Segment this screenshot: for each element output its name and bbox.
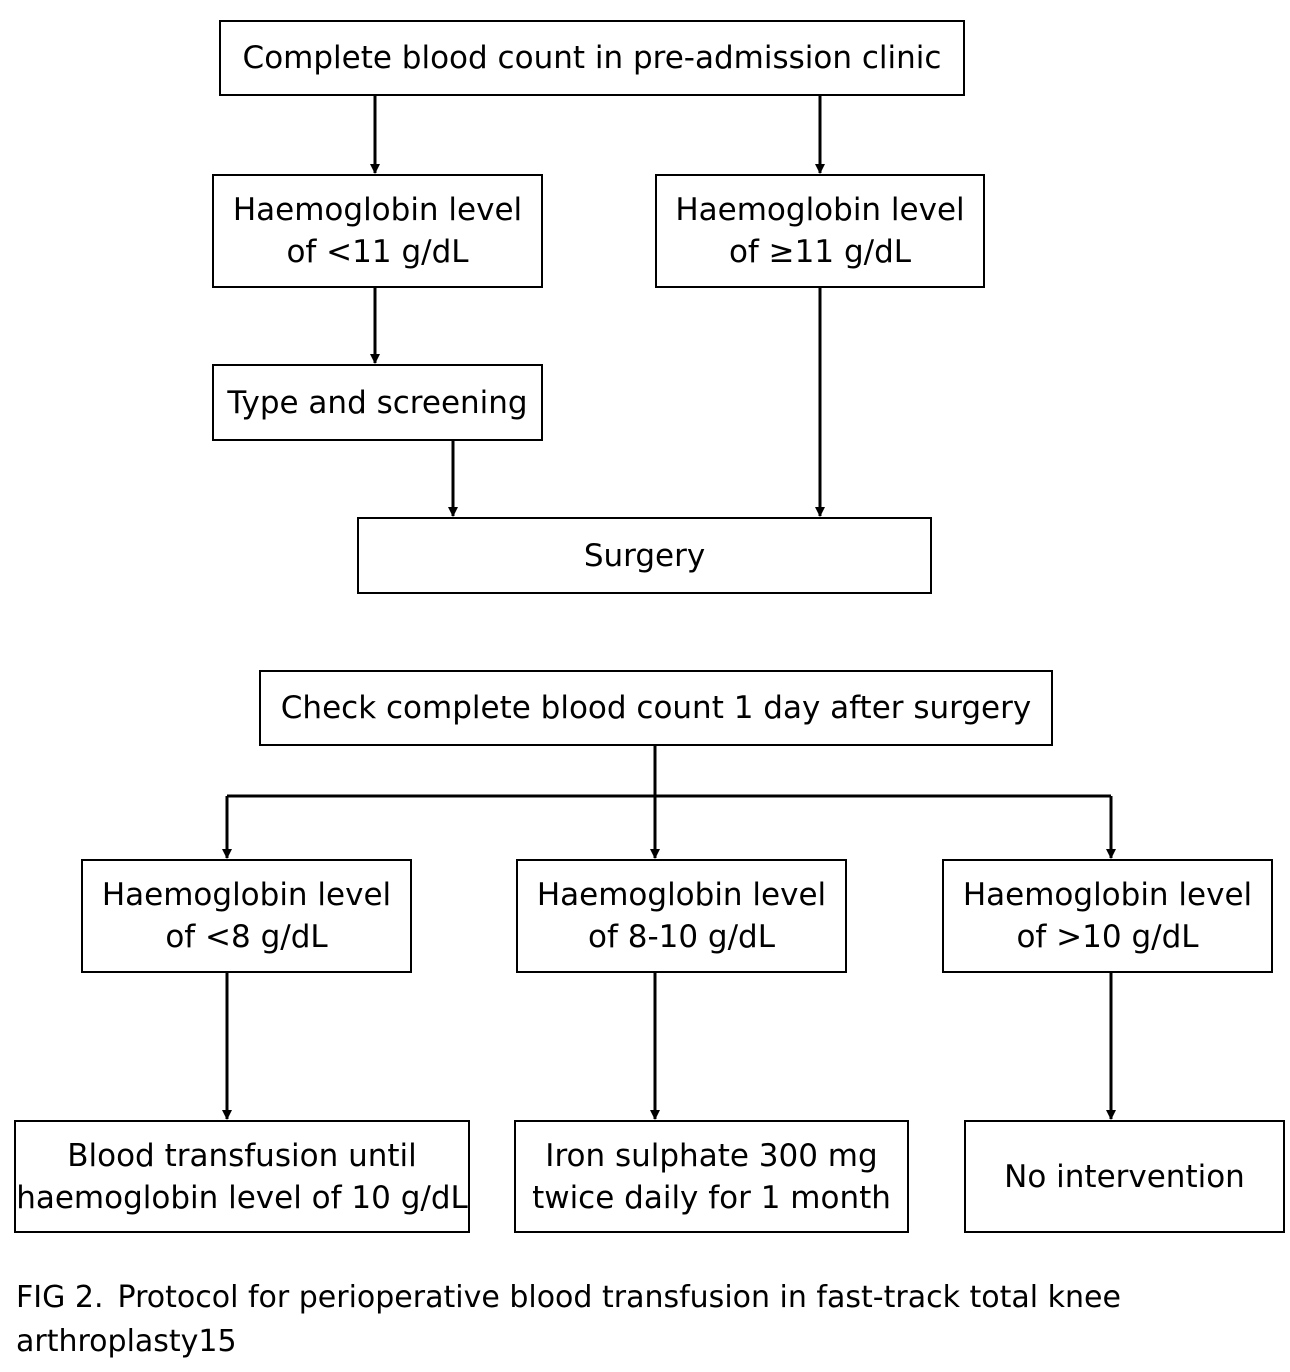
hb-lt8-box: Haemoglobin level of <8 g/dL	[81, 859, 412, 973]
hb-low-label: Haemoglobin level of <11 g/dL	[232, 192, 523, 270]
start-box: Complete blood count in pre-admission cl…	[219, 20, 965, 96]
surgery-box: Surgery	[357, 517, 932, 594]
start-box-label: Complete blood count in pre-admission cl…	[242, 40, 942, 76]
figure-caption-text: Protocol for perioperative blood transfu…	[16, 1280, 1121, 1359]
type-screen-label: Type and screening	[227, 384, 528, 421]
check-label: Check complete blood count 1 day after s…	[280, 690, 1032, 726]
hb-gt10-box: Haemoglobin level of >10 g/dL	[942, 859, 1273, 973]
type-screen-box: Type and screening	[212, 364, 543, 441]
hb-8-10-label: Haemoglobin level of 8-10 g/dL	[536, 877, 827, 955]
iron-box: Iron sulphate 300 mg twice daily for 1 m…	[514, 1120, 909, 1233]
no-intervention-label: No intervention	[1004, 1158, 1245, 1195]
hb-8-10-box: Haemoglobin level of 8-10 g/dL	[516, 859, 847, 973]
transfusion-label: Blood transfusion until haemoglobin leve…	[16, 1137, 468, 1216]
figure-caption-label: FIG 2.	[16, 1280, 104, 1315]
iron-label: Iron sulphate 300 mg twice daily for 1 m…	[532, 1137, 891, 1216]
transfusion-box: Blood transfusion until haemoglobin leve…	[14, 1120, 470, 1233]
hb-normal-label: Haemoglobin level of ≥11 g/dL	[675, 192, 965, 270]
surgery-label: Surgery	[583, 537, 706, 574]
figure-caption: FIG 2.Protocol for perioperative blood t…	[16, 1276, 1276, 1364]
hb-normal-box: Haemoglobin level of ≥11 g/dL	[655, 174, 985, 288]
no-intervention-box: No intervention	[964, 1120, 1285, 1233]
hb-lt8-label: Haemoglobin level of <8 g/dL	[101, 877, 392, 955]
hb-gt10-label: Haemoglobin level of >10 g/dL	[962, 877, 1253, 955]
hb-low-box: Haemoglobin level of <11 g/dL	[212, 174, 543, 288]
check-box: Check complete blood count 1 day after s…	[259, 670, 1053, 746]
